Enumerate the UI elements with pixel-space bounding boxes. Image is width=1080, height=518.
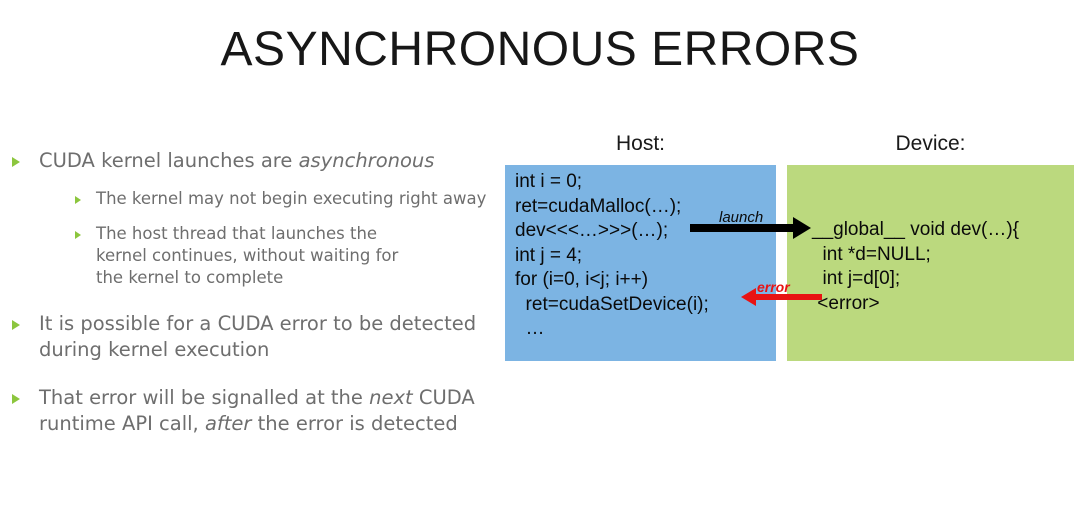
text-run-italic: asynchronous (298, 149, 435, 172)
text-run-italic: next (369, 386, 413, 409)
text-run: The kernel may not begin executing right… (96, 189, 487, 208)
triangle-bullet-icon (12, 157, 20, 167)
bullet-list: CUDA kernel launches are asynchronous Th… (0, 148, 500, 451)
list-item-text: CUDA kernel launches are asynchronous (20, 148, 434, 174)
text-run-italic: after (204, 412, 252, 435)
triangle-bullet-icon (12, 320, 20, 330)
launch-arrow-icon (690, 217, 811, 239)
triangle-bullet-icon (12, 394, 20, 404)
list-item-text: It is possible for a CUDA error to be de… (20, 311, 502, 363)
host-code-box (505, 165, 776, 361)
device-column-label: Device: (895, 132, 966, 155)
list-item: It is possible for a CUDA error to be de… (0, 311, 502, 363)
error-arrow-label: error (757, 279, 790, 295)
text-run: CUDA runtime API call, (39, 386, 475, 435)
list-item: The host thread that launches the kernel… (0, 223, 405, 289)
triangle-bullet-icon (75, 231, 81, 239)
list-item-text: That error will be signalled at the next… (20, 385, 502, 437)
page-title: ASYNCHRONOUS ERRORS (220, 23, 860, 76)
device-code-box (787, 165, 1074, 361)
launch-arrow-label: launch (719, 209, 764, 226)
text-run: The host thread that launches the kernel… (96, 224, 399, 287)
list-item: That error will be signalled at the next… (0, 385, 502, 437)
triangle-bullet-icon (75, 196, 81, 204)
text-run: the error is detected (251, 412, 458, 435)
error-arrow-icon (741, 288, 822, 306)
text-run: That error will be signalled at the (39, 386, 370, 409)
text-run: CUDA kernel launches are (39, 149, 299, 172)
list-item: The kernel may not begin executing right… (0, 188, 500, 210)
list-item-text: The host thread that launches the kernel… (81, 223, 405, 289)
host-column-label: Host: (615, 132, 665, 155)
device-code-text: __global__ void dev(…){ int *d=NULL; int… (812, 219, 1020, 314)
host-code-text: int i = 0; ret=cudaMalloc(…); dev<<<…>>>… (515, 171, 709, 339)
text-run: It is possible for a CUDA error to be de… (39, 312, 477, 361)
list-item: CUDA kernel launches are asynchronous (0, 148, 500, 174)
list-item-text: The kernel may not begin executing right… (81, 188, 486, 210)
